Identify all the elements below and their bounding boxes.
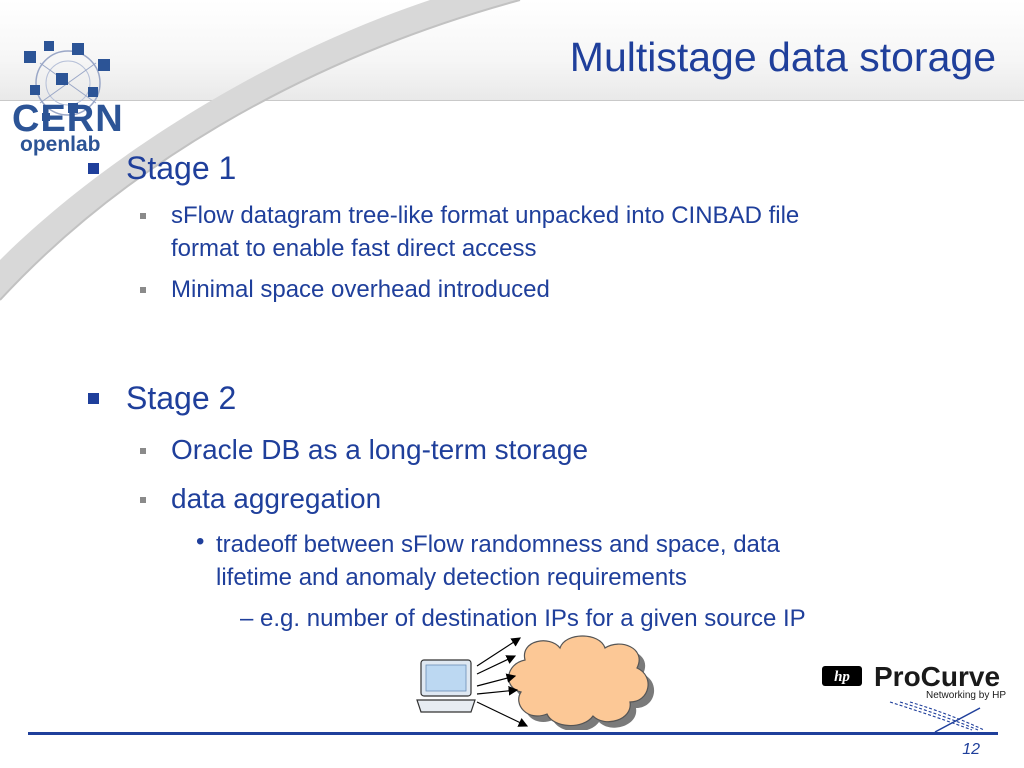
cloud-icon bbox=[508, 635, 655, 730]
header-band bbox=[0, 0, 1024, 101]
arrows bbox=[476, 637, 529, 727]
procurve-logo-icon: hp ProCurve Networking by HP bbox=[822, 661, 1006, 733]
small-square-bullet-icon bbox=[140, 213, 146, 219]
header-swoosh bbox=[0, 0, 521, 301]
bullet-stage-1-label: Stage 1 bbox=[126, 150, 237, 186]
small-square-bullet-icon bbox=[140, 448, 146, 454]
dot-bullet-icon: • bbox=[196, 528, 205, 555]
bullet-stage-2-label: Stage 2 bbox=[126, 380, 237, 416]
cern-logo-text: CERN bbox=[12, 98, 124, 140]
small-square-bullet-icon bbox=[140, 497, 146, 503]
square-bullet-icon bbox=[88, 163, 99, 174]
laptop-icon bbox=[416, 659, 476, 713]
openlab-logo-text: openlab bbox=[20, 133, 101, 156]
footer-divider bbox=[28, 732, 998, 735]
svg-text:hp: hp bbox=[834, 669, 850, 685]
network-diagram bbox=[416, 635, 655, 730]
small-square-bullet-icon bbox=[140, 287, 146, 293]
bullet-example: – e.g. number of destination IPs for a g… bbox=[240, 605, 806, 632]
cern-logo-icon bbox=[24, 41, 110, 121]
svg-text:ProCurve: ProCurve bbox=[874, 661, 1000, 692]
square-bullet-icon bbox=[88, 393, 99, 404]
slide-title: Multistage data storage bbox=[569, 34, 996, 80]
page-number: 12 bbox=[962, 741, 980, 758]
svg-text:Networking by HP: Networking by HP bbox=[926, 690, 1006, 701]
